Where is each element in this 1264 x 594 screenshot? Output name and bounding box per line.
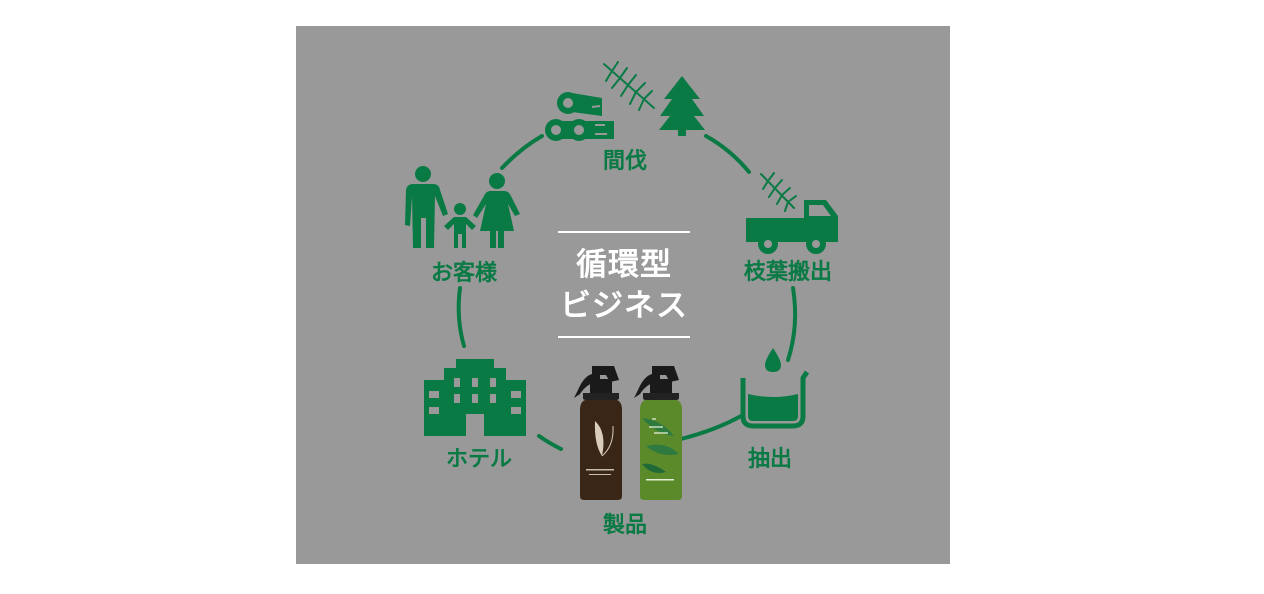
arc-extraction-to-products <box>679 414 743 441</box>
logs-icon <box>545 92 614 141</box>
arc-thinning-to-transport <box>704 134 751 174</box>
cycle-title-box: 循環型 ビジネス <box>558 231 690 338</box>
stage-label-branch-leaf-transport: 枝葉搬出 <box>743 260 832 285</box>
hotel-building-icon <box>424 359 526 436</box>
tree-icon <box>659 76 705 136</box>
arc-hotel-to-customers <box>456 286 466 348</box>
stage-label-extraction: 抽出 <box>747 447 792 472</box>
truck-icon <box>746 172 838 254</box>
arc-customers-to-thinning <box>500 134 544 170</box>
stage-label-customers: お客様 <box>430 261 497 286</box>
title-line-1: 循環型 <box>576 247 672 283</box>
cycle-arcs <box>456 134 798 451</box>
spray-bottles-icon <box>574 366 682 500</box>
stage-label-hotel: ホテル <box>445 447 512 472</box>
arc-products-to-hotel <box>537 434 563 451</box>
pine-branch-icon <box>603 61 655 111</box>
cycle-diagram-panel: 間伐 枝葉搬出 抽出 製品 ホテル お客様 循環型 ビジネス <box>296 26 950 564</box>
beaker-icon <box>740 348 810 429</box>
arc-transport-to-extraction <box>786 286 798 362</box>
cycle-diagram-art <box>405 61 838 500</box>
stage-label-thinning: 間伐 <box>602 149 647 174</box>
stage-label-products: 製品 <box>602 513 647 538</box>
title-line-2: ビジネス <box>560 288 688 324</box>
family-icon <box>405 166 520 248</box>
